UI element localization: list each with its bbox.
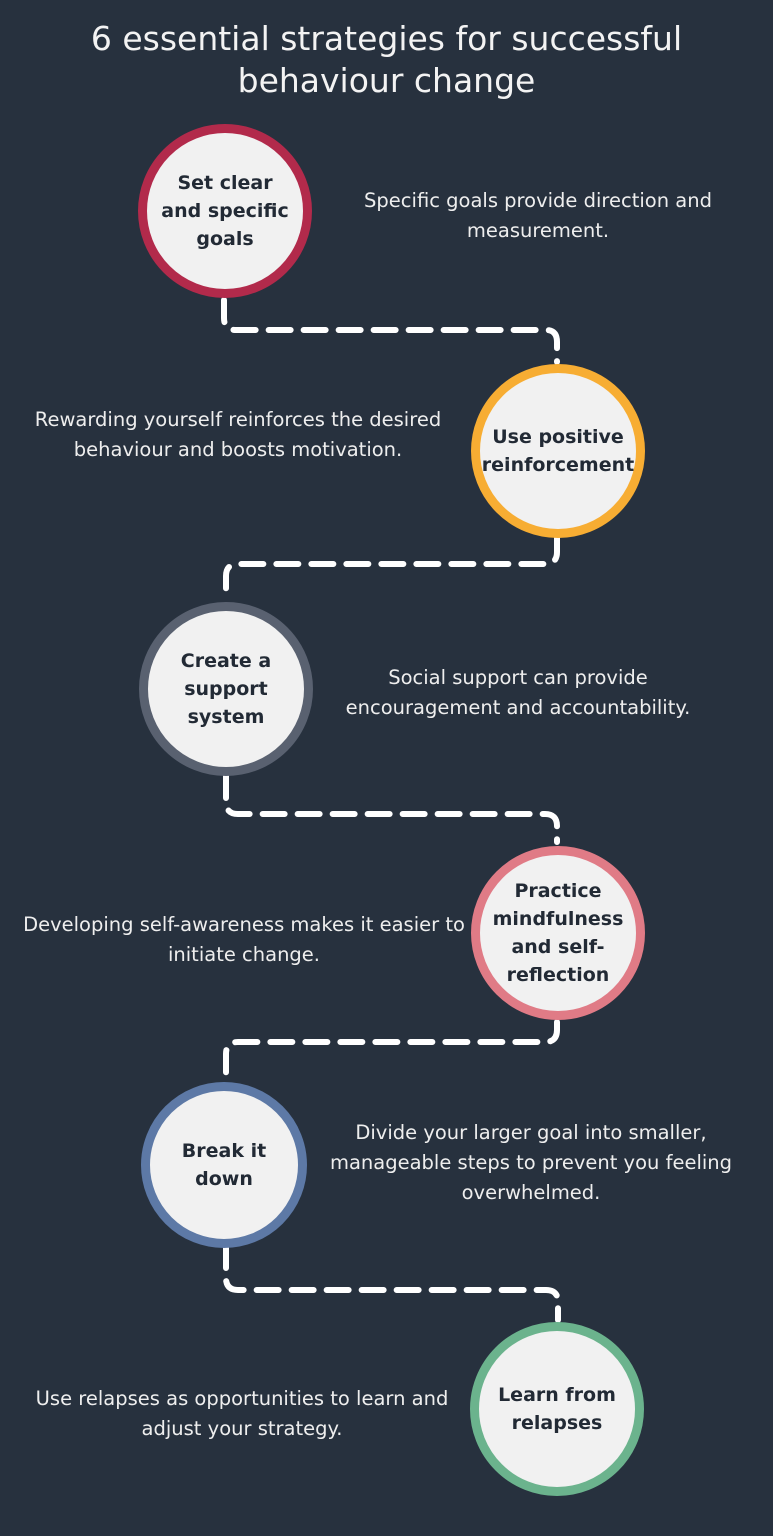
step-3-label: Create a support system [180,650,272,728]
step-3-description: Social support can provide encouragement… [345,666,691,719]
step-6-description: Use relapses as opportunities to learn a… [35,1387,449,1440]
step-5-label: Break it down [181,1140,267,1190]
title-line-2: behaviour change [237,61,536,100]
step-6-label: Learn from relapses [498,1384,616,1434]
step-6-circle: Learn from relapses [470,1322,644,1496]
step-2-circle: Use positive reinforcement [471,364,645,538]
connector-1-2 [221,297,560,365]
title-line-1: 6 essential strategies for successful [90,19,683,58]
step-4-description: Developing self-awareness makes it easie… [23,913,465,966]
connector-4-5 [223,1019,560,1085]
step-1-label: Set clear and specific goals [161,172,289,250]
step-1-circle: Set clear and specific goals [138,124,312,298]
step-4-label: Practice mindfulness and self-reflection [492,880,624,986]
connector-2-3 [223,535,560,603]
step-1-description: Specific goals provide direction and mea… [364,189,712,242]
step-2-label: Use positive reinforcement [481,426,635,476]
step-3-circle: Create a support system [139,602,313,776]
connector-5-6 [223,1243,561,1323]
connector-3-4 [223,773,560,845]
step-2-description: Rewarding yourself reinforces the desire… [34,408,442,461]
step-5-circle: Break it down [141,1082,307,1248]
step-5-description: Divide your larger goal into smaller, ma… [329,1121,733,1204]
infographic-title: 6 essential strategies for successful be… [0,18,773,102]
step-4-circle: Practice mindfulness and self-reflection [471,846,645,1020]
